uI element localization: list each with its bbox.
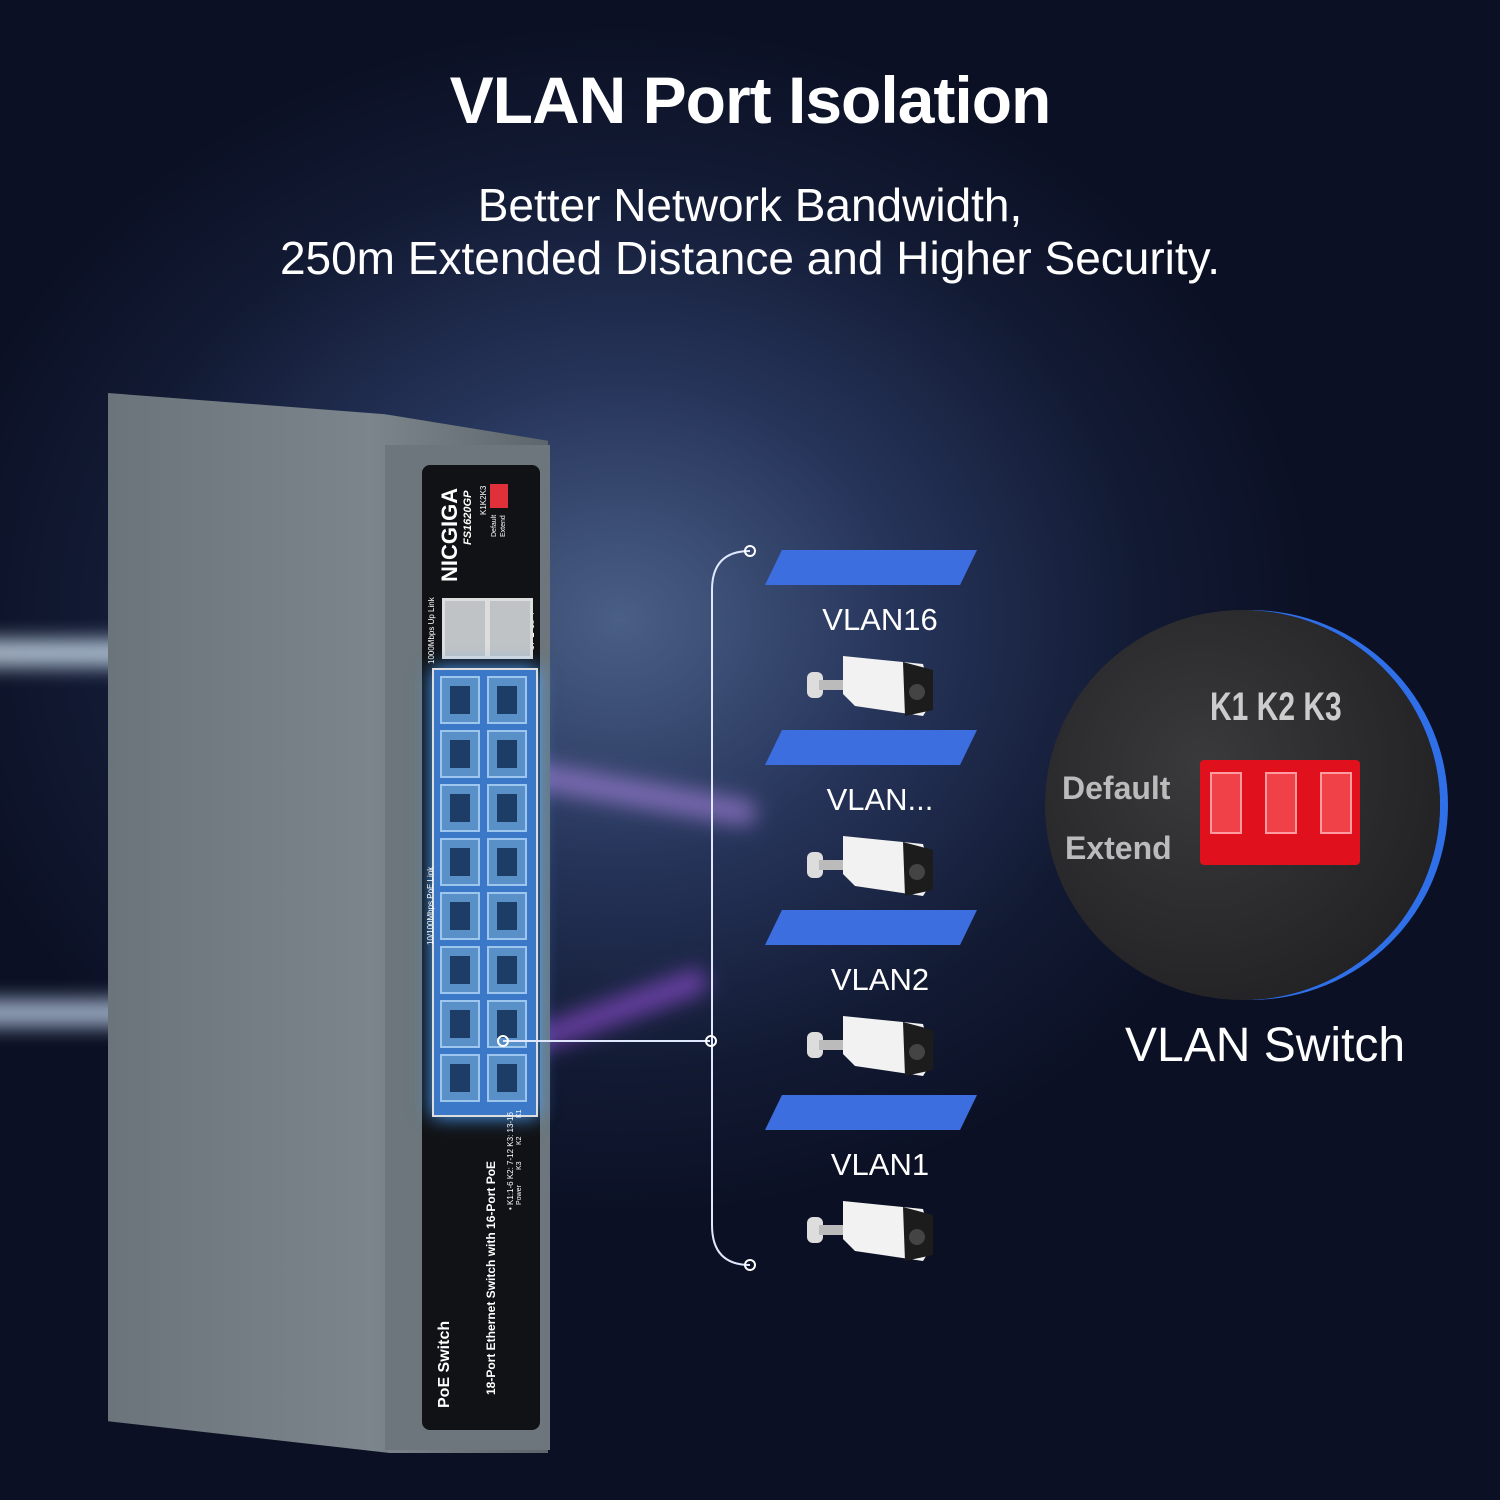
subtitle-line-1: Better Network Bandwidth,	[477, 179, 1023, 231]
vlan-bar	[765, 910, 977, 945]
security-camera-icon	[805, 650, 935, 720]
inset-caption: VLAN Switch	[1125, 1019, 1406, 1072]
security-camera-icon	[805, 830, 935, 900]
poe-port-9[interactable]	[440, 892, 480, 940]
poe-port-16[interactable]	[487, 1054, 527, 1102]
poe-port-12[interactable]	[487, 946, 527, 994]
subtitle-line-2: 250m Extended Distance and Higher Securi…	[279, 232, 1221, 284]
dip-toggle-k2[interactable]	[1265, 772, 1297, 834]
poe-port-5[interactable]	[440, 784, 480, 832]
poe-port-10[interactable]	[487, 892, 527, 940]
poe-port-1[interactable]	[440, 676, 480, 724]
poe-port-11[interactable]	[440, 946, 480, 994]
security-camera-icon	[805, 1010, 935, 1080]
poe-port-7[interactable]	[440, 838, 480, 886]
dip-switch-inset: K1 K2 K3 Default Extend	[1045, 610, 1440, 1000]
poe-port-6[interactable]	[487, 784, 527, 832]
vlan-bar	[765, 1095, 977, 1130]
poe-port-13[interactable]	[440, 1000, 480, 1048]
inset-default-label: Default	[1062, 770, 1171, 806]
uplink-port-18[interactable]	[487, 598, 533, 659]
dip-toggle-k3[interactable]	[1320, 772, 1352, 834]
uplink-port-17[interactable]	[442, 598, 488, 659]
poe-port-15[interactable]	[440, 1054, 480, 1102]
vlan-label: VLAN2	[830, 962, 930, 997]
dip-toggle-k1[interactable]	[1210, 772, 1242, 834]
inset-switch-labels: K1 K2 K3	[1210, 685, 1342, 729]
poe-port-4[interactable]	[487, 730, 527, 778]
dip-switch-small	[490, 484, 508, 508]
vlan-bar	[765, 550, 977, 585]
poe-port-2[interactable]	[487, 676, 527, 724]
vlan-label: VLAN...	[826, 782, 934, 817]
poe-port-3[interactable]	[440, 730, 480, 778]
security-camera-icon	[805, 1195, 935, 1265]
poe-port-8[interactable]	[487, 838, 527, 886]
dip-switch-block	[1200, 760, 1360, 865]
vlan-label: VLAN16	[822, 602, 938, 637]
vlan-bar	[765, 730, 977, 765]
vlan-label: VLAN1	[830, 1147, 930, 1182]
page-title: VLAN Port Isolation	[449, 63, 1052, 137]
inset-extend-label: Extend	[1065, 830, 1172, 866]
